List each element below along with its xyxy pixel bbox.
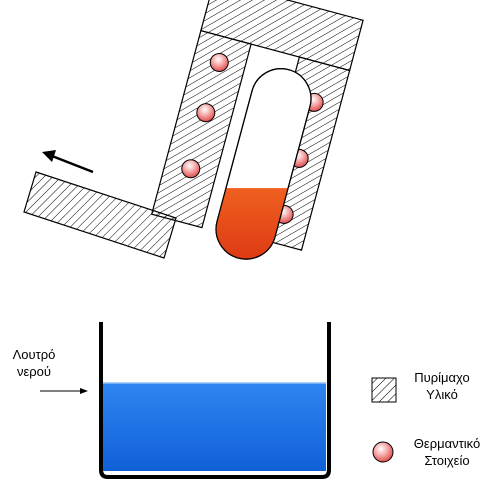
refractory-top (200, 0, 364, 72)
heater-element (196, 103, 216, 123)
legend-refractory-label: Πυρίμαχο Υλικό (400, 369, 484, 403)
legend-refractory-swatch (371, 377, 397, 403)
legend-refractory-line2: Υλικό (426, 387, 458, 402)
refractory-left-wall (150, 29, 252, 229)
bath-label-line1: Λουτρό (12, 347, 56, 362)
refractory-spout (23, 171, 177, 259)
legend-heater-line2: Στοιχείο (424, 453, 470, 468)
tilt-direction-arrow (42, 150, 94, 174)
heater-element (181, 159, 201, 179)
bath-container (99, 322, 331, 479)
bath-pointer-arrow (40, 388, 88, 394)
legend-heater-label: Θερμαντικό Στοιχείο (404, 435, 490, 469)
water-bath (99, 322, 331, 479)
bath-label: Λουτρό νερού (2, 346, 66, 380)
legend-heater-swatch (372, 441, 394, 463)
bath-label-line2: νερού (16, 364, 52, 379)
water (103, 383, 326, 471)
heater-element (209, 52, 229, 72)
legend-refractory-line1: Πυρίμαχο (414, 370, 470, 385)
tilted-furnace (150, 0, 364, 266)
legend-heater-line1: Θερμαντικό (413, 436, 481, 451)
